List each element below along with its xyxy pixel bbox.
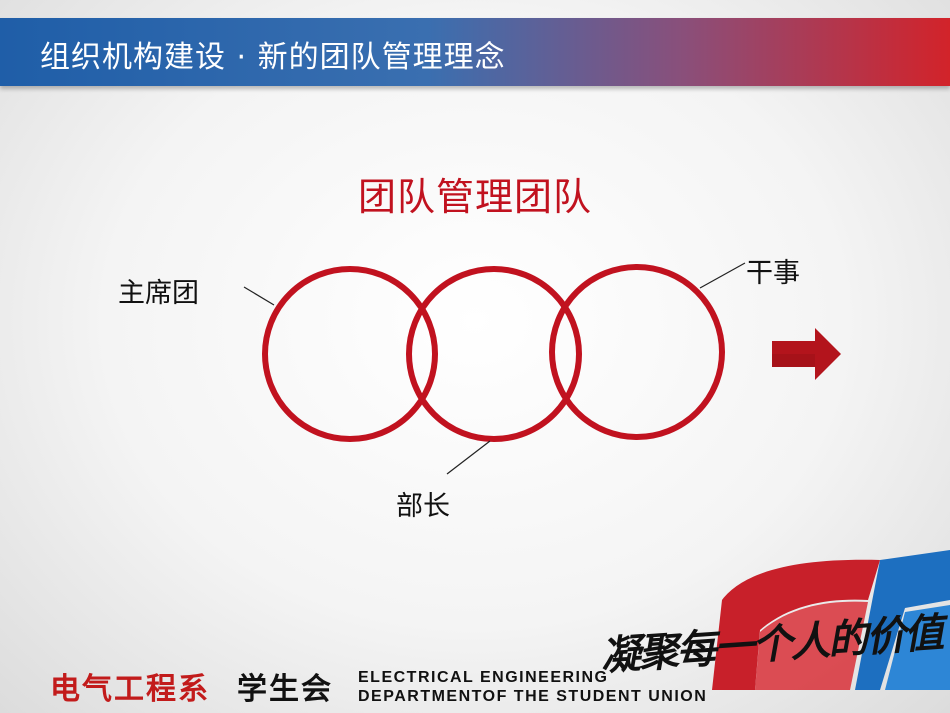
page-title: 组织机构建设 · 新的团队管理理念 [40,40,506,75]
label-staff: 干事 [746,258,800,289]
leader-line-right [699,262,746,289]
label-minister: 部长 [396,491,450,522]
leader-line-middle [446,440,491,475]
ring-right [549,264,725,440]
org-name-red: 电气工程系 [50,672,210,707]
ring-middle [406,266,582,442]
org-name-english-line2: DEPARTMENTOF THE STUDENT UNION [358,688,708,705]
right-arrow-icon [772,328,841,380]
leader-line-left [243,286,275,306]
org-name-black: 学生会 [237,672,333,707]
student-union-emblem [712,550,950,690]
header-bar: 组织机构建设 · 新的团队管理理念 [0,18,950,86]
label-chairman-group: 主席团 [118,278,199,309]
org-name-english: ELECTRICAL ENGINEERING DEPARTMENTOF THE … [358,668,707,706]
ring-left [262,266,438,442]
org-name-english-line1: ELECTRICAL ENGINEERING [358,669,609,686]
diagram-title: 团队管理团队 [357,175,592,219]
